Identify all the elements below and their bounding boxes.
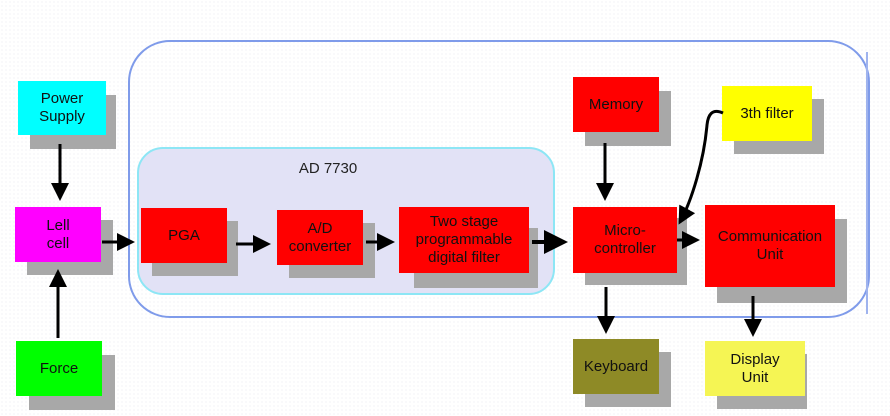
digital-filter-block: Two stage programmable digital filter xyxy=(399,207,529,273)
power-supply-label: Power Supply xyxy=(39,90,85,125)
power-supply-block: Power Supply xyxy=(18,81,106,135)
system-boundary-edge xyxy=(866,52,868,314)
load-cell-block: Lell cell xyxy=(15,207,101,262)
system-boundary xyxy=(128,40,870,318)
keyboard-block: Keyboard xyxy=(573,339,659,394)
pga-block: PGA xyxy=(141,208,227,263)
microcontroller-label: Micro-controller xyxy=(594,222,656,257)
adc-label: A/D converter xyxy=(288,219,352,255)
microcontroller-block: Micro-controller xyxy=(573,207,677,273)
load-cell-label: Lell cell xyxy=(46,216,70,252)
communication-unit-block: Communication Unit xyxy=(705,205,835,287)
memory-block: Memory xyxy=(573,77,659,132)
force-label: Force xyxy=(39,359,79,377)
chip-label: AD 7730 xyxy=(298,160,358,177)
keyboard-label: Keyboard xyxy=(583,357,649,375)
adc-block: A/D converter xyxy=(277,210,363,265)
communication-unit-label: Communication Unit xyxy=(717,228,823,263)
digital-filter-label: Two stage programmable digital filter xyxy=(415,213,513,266)
arrow-filter3-to-mcu xyxy=(678,109,724,225)
display-unit-label: Display Unit xyxy=(730,350,780,386)
pga-label: PGA xyxy=(168,226,200,244)
display-unit-block: Display Unit xyxy=(705,341,805,396)
memory-label: Memory xyxy=(588,95,644,113)
force-block: Force xyxy=(16,341,102,396)
third-filter-label: 3th filter xyxy=(740,104,794,122)
third-filter-block: 3th filter xyxy=(722,86,812,141)
